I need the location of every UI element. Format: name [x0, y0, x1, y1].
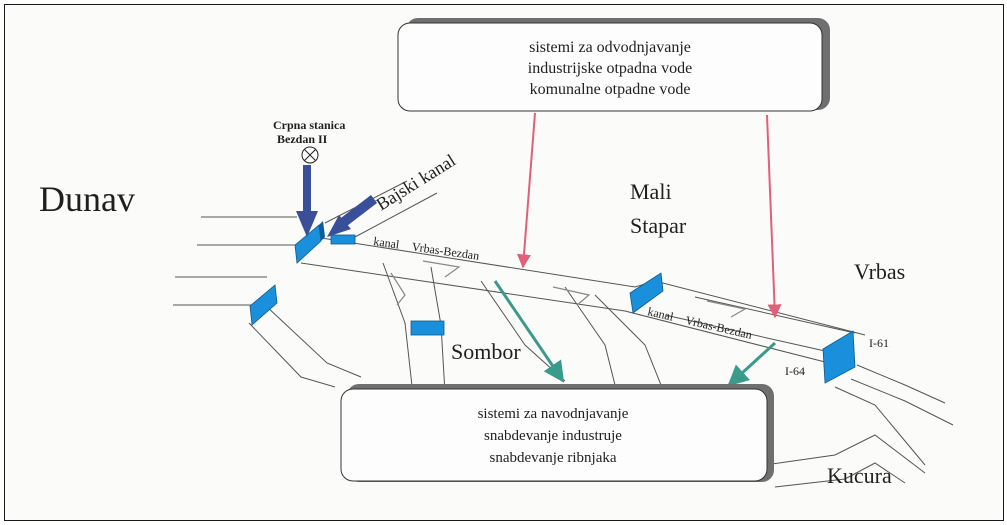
pump-station-label-line-2: Bezdan II — [277, 132, 328, 146]
gate-vrbas — [822, 330, 856, 384]
bajski-inflow-arrow — [327, 195, 377, 237]
west-branch-1 — [264, 304, 362, 378]
canal-i61-outflow — [856, 364, 946, 404]
dunav-label: Dunav — [39, 179, 135, 219]
pump-inflow-arrow — [296, 165, 318, 237]
vrbas-label: Vrbas — [854, 259, 905, 284]
i61-label: I-61 — [869, 336, 889, 350]
i64-label: I-64 — [785, 364, 805, 378]
canal-label-lower: kanal Vrbas-Bezdan — [646, 304, 753, 342]
drainage-arrow-right — [766, 114, 782, 319]
gate-west — [249, 284, 278, 326]
irrigation-arrow-left — [493, 280, 565, 383]
bajski-kanal-bank — [354, 192, 438, 238]
gate-sombor — [410, 320, 445, 336]
canal-i61-outflow-2 — [850, 378, 954, 426]
sombor-branch-4 — [564, 286, 616, 386]
flow-indicator-1 — [390, 272, 406, 306]
irrigation-arrows — [493, 280, 777, 387]
west-branch-2 — [248, 322, 336, 388]
mali-label: Mali — [630, 179, 672, 204]
flow-indicator-2 — [422, 260, 461, 278]
canal-i64-edge — [834, 386, 926, 466]
pump-station-icon-cross — [304, 149, 316, 161]
kucura-channel-2 — [774, 462, 906, 488]
gate-bajski — [330, 234, 356, 245]
drainage-systems-box: sistemi za odvodnjavanje industrijske ot… — [397, 18, 830, 112]
kucura-label: Kucura — [827, 463, 892, 488]
inflow-arrows — [296, 165, 377, 237]
main-canal-bank-lower — [300, 262, 830, 364]
gate-mali-stapar — [629, 272, 664, 314]
irrigation-systems-line-2: snabdevanje industruje — [484, 428, 622, 444]
irrigation-arrow-right — [727, 341, 777, 387]
drainage-systems-line-1: sistemi za odvodnjavanje — [529, 39, 691, 56]
flow-indicator-4 — [706, 300, 747, 318]
pump-station — [301, 146, 319, 164]
sombor-label: Sombor — [451, 339, 521, 364]
kucura-channel-1 — [764, 434, 926, 474]
irrigation-systems-line-1: sistemi za navodnjavanje — [478, 406, 629, 422]
drainage-arrow-left — [517, 112, 536, 269]
flow-indicator-3 — [552, 286, 591, 306]
drainage-systems-line-3: komunalne otpadne vode — [530, 81, 691, 98]
sombor-branch-5 — [594, 294, 662, 386]
gate-bezdan — [294, 221, 325, 264]
diagram-frame: sistemi za odvodnjavanje industrijske ot… — [4, 4, 1004, 521]
canal-system-diagram: sistemi za odvodnjavanje industrijske ot… — [39, 18, 954, 488]
main-canal-bank-upper — [314, 236, 866, 336]
drainage-systems-line-2: industrijske otpadna vode — [528, 60, 692, 77]
irrigation-systems-line-3: snabdevanje ribnjaka — [489, 450, 616, 466]
stapar-label: Stapar — [630, 213, 687, 238]
sombor-branch-1 — [382, 262, 414, 396]
sluice-gates — [249, 221, 856, 384]
pump-station-label-line-1: Crpna stanica — [273, 118, 345, 132]
irrigation-systems-box: sistemi za navodnjavanje snabdevanje ind… — [340, 384, 774, 482]
drainage-arrows — [517, 112, 782, 319]
right-canal-bank-2 — [664, 314, 826, 352]
canal-label-upper: kanal Vrbas-Bezdan — [373, 234, 481, 263]
